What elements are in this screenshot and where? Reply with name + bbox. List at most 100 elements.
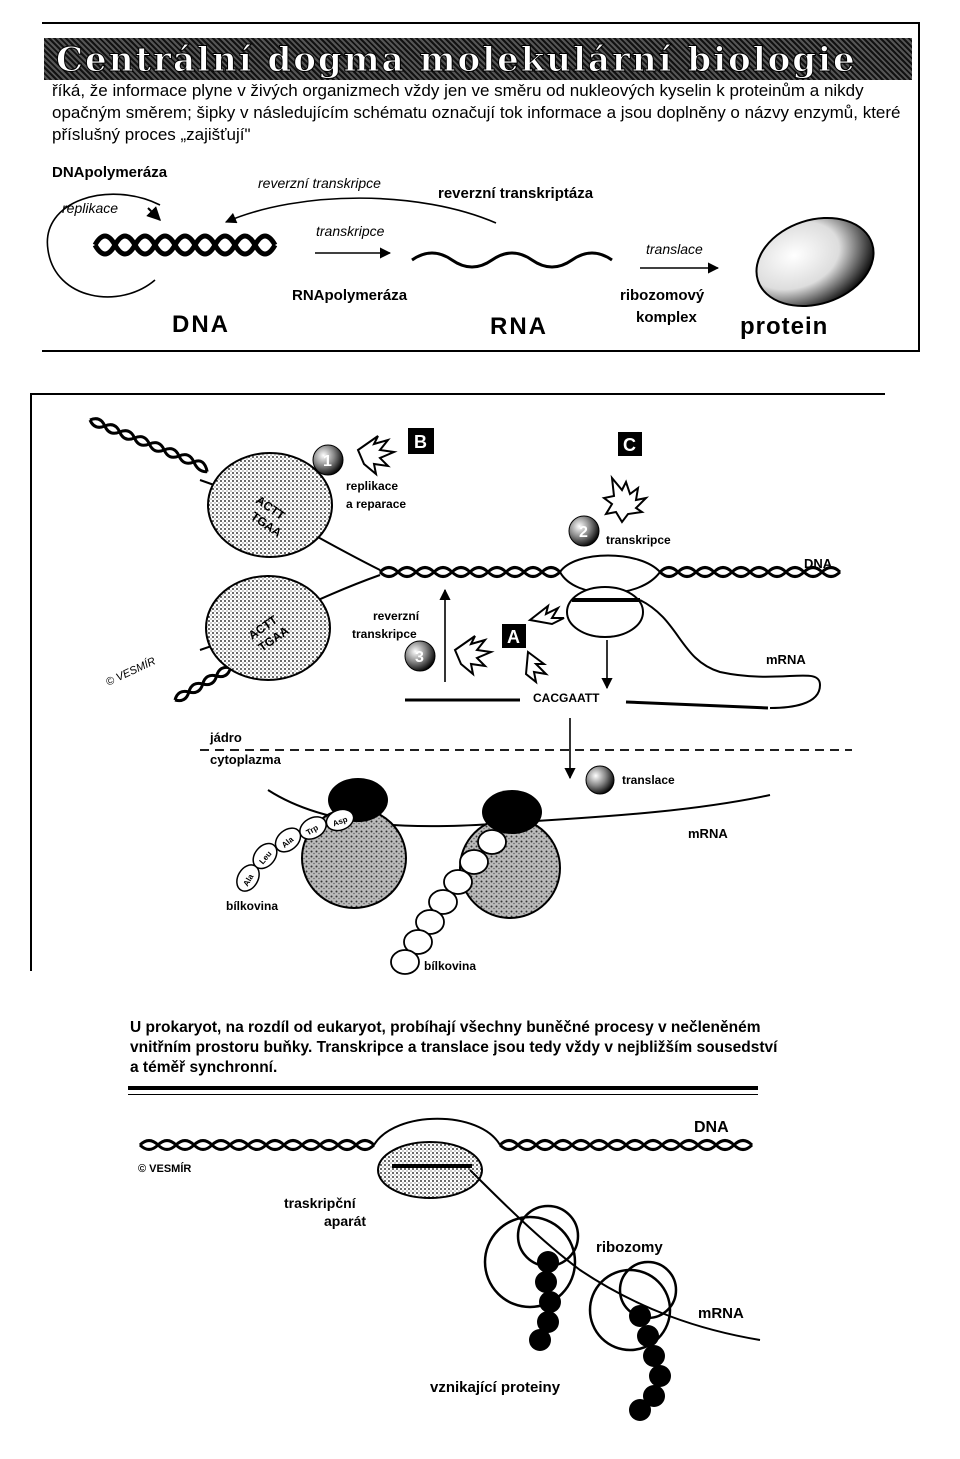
protein-bead	[537, 1311, 559, 1333]
dna-title: DNA	[172, 311, 230, 338]
eukaryote-diagram: ACTT TGAA ACTT TGAA CACGAATT B C	[88, 417, 852, 975]
protein-bead	[649, 1365, 671, 1387]
burst-a-left	[453, 635, 495, 677]
marker-a-box	[502, 624, 526, 648]
dna-main-left-2	[378, 566, 562, 578]
reverse-label-2: transkripce	[352, 627, 417, 641]
replication-repair-label-1: replikace	[346, 479, 398, 493]
translation-label-mid: translace	[622, 773, 675, 787]
protein-bead	[535, 1271, 557, 1293]
reverse-transcription-arrow	[224, 197, 497, 224]
amino-acid-bead	[299, 816, 327, 840]
eukaryote-panel	[30, 393, 885, 971]
amino-acid-chain-left: Ala Leu Ala Trp Asp	[236, 808, 355, 892]
dna-bottom-left	[138, 1139, 376, 1151]
top-panel	[42, 22, 920, 352]
marker-b: B	[414, 432, 427, 452]
protein-bead	[539, 1291, 561, 1313]
prokaryote-text: U prokaryot, na rozdíl od eukaryot, prob…	[130, 1019, 778, 1076]
ribosome-small-right	[482, 790, 542, 834]
amino-acid-bead	[325, 808, 355, 832]
mrna-strand	[625, 700, 769, 710]
protein-title: protein	[740, 313, 828, 340]
translation-circle	[585, 765, 615, 795]
protein-bead	[537, 1251, 559, 1273]
dna-label-bottom: DNA	[694, 1119, 729, 1136]
marker-c-box	[618, 432, 642, 456]
enzyme-ellipse-top	[207, 452, 333, 558]
sequence-label: CACGAATT	[533, 691, 600, 705]
enzyme-ellipse-bottom	[205, 575, 331, 681]
cytoplasm-label: cytoplazma	[210, 752, 282, 767]
protein-bead	[643, 1385, 665, 1407]
replication-arrowhead	[146, 206, 161, 221]
step-2-circle	[568, 515, 600, 547]
dna-strand-lower-2	[174, 665, 231, 703]
intro-text: říká, že informace plyne v živých organi…	[52, 81, 901, 144]
step-3-circle	[404, 640, 436, 672]
nascent-protein-2	[629, 1305, 671, 1421]
mrna-label-bottom: mRNA	[698, 1305, 744, 1322]
protein-bead	[477, 829, 507, 855]
protein-bead	[443, 869, 473, 895]
transcription-bubble-top	[559, 554, 661, 573]
prokaryote-diagram: DNA © VESMÍR traskripční aparát mRNA	[138, 1117, 761, 1421]
title-banner	[44, 38, 912, 80]
dna-helix-top	[92, 233, 278, 257]
marker-a: A	[507, 627, 520, 647]
dna-polymerase-label: DNApolymeráza	[52, 164, 168, 181]
bottom-bubble-top	[373, 1117, 501, 1146]
apparatus-label-2: aparát	[324, 1213, 366, 1229]
protein-bead	[390, 949, 420, 975]
reverse-transcriptase-label: reverzní transkriptáza	[438, 185, 594, 202]
protein-bead	[643, 1345, 665, 1367]
amino-acid-bead	[252, 842, 278, 870]
rna-strand	[411, 251, 613, 269]
translation-label: translace	[646, 241, 703, 257]
marker-c: C	[623, 435, 636, 455]
page-title: Centrální dogma molekulární biologie	[56, 40, 857, 81]
protein-bead	[629, 1305, 651, 1327]
mrna-label-mid: mRNA	[766, 652, 806, 667]
step-1-circle	[312, 444, 344, 476]
burst-a-bottom	[524, 650, 549, 685]
dna-helix-bottom	[92, 233, 278, 257]
dna-bottom-left-2	[138, 1139, 376, 1151]
proteins-label: vznikající proteiny	[430, 1379, 561, 1396]
ribosome-ring-large-1	[483, 1215, 577, 1309]
replication-label: replikace	[62, 200, 118, 216]
mrna-bottom	[469, 1169, 761, 1341]
dna-main-right-2	[658, 566, 842, 578]
dna-strand-upper-2	[88, 419, 209, 473]
mrna-label-cyto: mRNA	[688, 826, 728, 841]
ribosomal-complex-label-1: ribozomový	[620, 287, 705, 304]
transcription-label: transkripce	[316, 223, 385, 239]
apparatus-label-1: traskripční	[284, 1195, 357, 1211]
protein-bead	[403, 929, 433, 955]
bead-chain-right	[390, 829, 507, 975]
dna-bottom-right-2	[498, 1139, 754, 1151]
step-1-number: 1	[323, 453, 332, 470]
transcription-apparatus-ellipse	[377, 1141, 483, 1199]
reverse-label-1: reverzní	[373, 609, 420, 623]
transcription-label-mid: transkripce	[606, 533, 671, 547]
marker-b-box	[408, 428, 434, 454]
mrna-loop	[639, 599, 822, 709]
divider-thick	[128, 1086, 758, 1090]
rna-polymerase-label: RNApolymeráza	[292, 287, 408, 304]
replication-loop-arrow	[46, 193, 161, 298]
protein-bead	[415, 909, 445, 935]
protein-label-right: bílkovina	[424, 959, 476, 973]
burst-a-top	[527, 603, 565, 626]
protein-bead	[428, 889, 458, 915]
nascent-protein-1	[529, 1251, 561, 1351]
ribosomal-complex-label-2: komplex	[636, 309, 698, 326]
protein-bead	[637, 1325, 659, 1347]
top-schematic: DNApolymeráza replikace reverzní transkr…	[46, 164, 875, 340]
nucleus-label: jádro	[209, 730, 242, 745]
reverse-transcription-label: reverzní transkripce	[258, 175, 381, 191]
vesmir-bottom: © VESMÍR	[138, 1162, 191, 1175]
rna-title: RNA	[490, 313, 548, 340]
protein-bead	[529, 1329, 551, 1351]
